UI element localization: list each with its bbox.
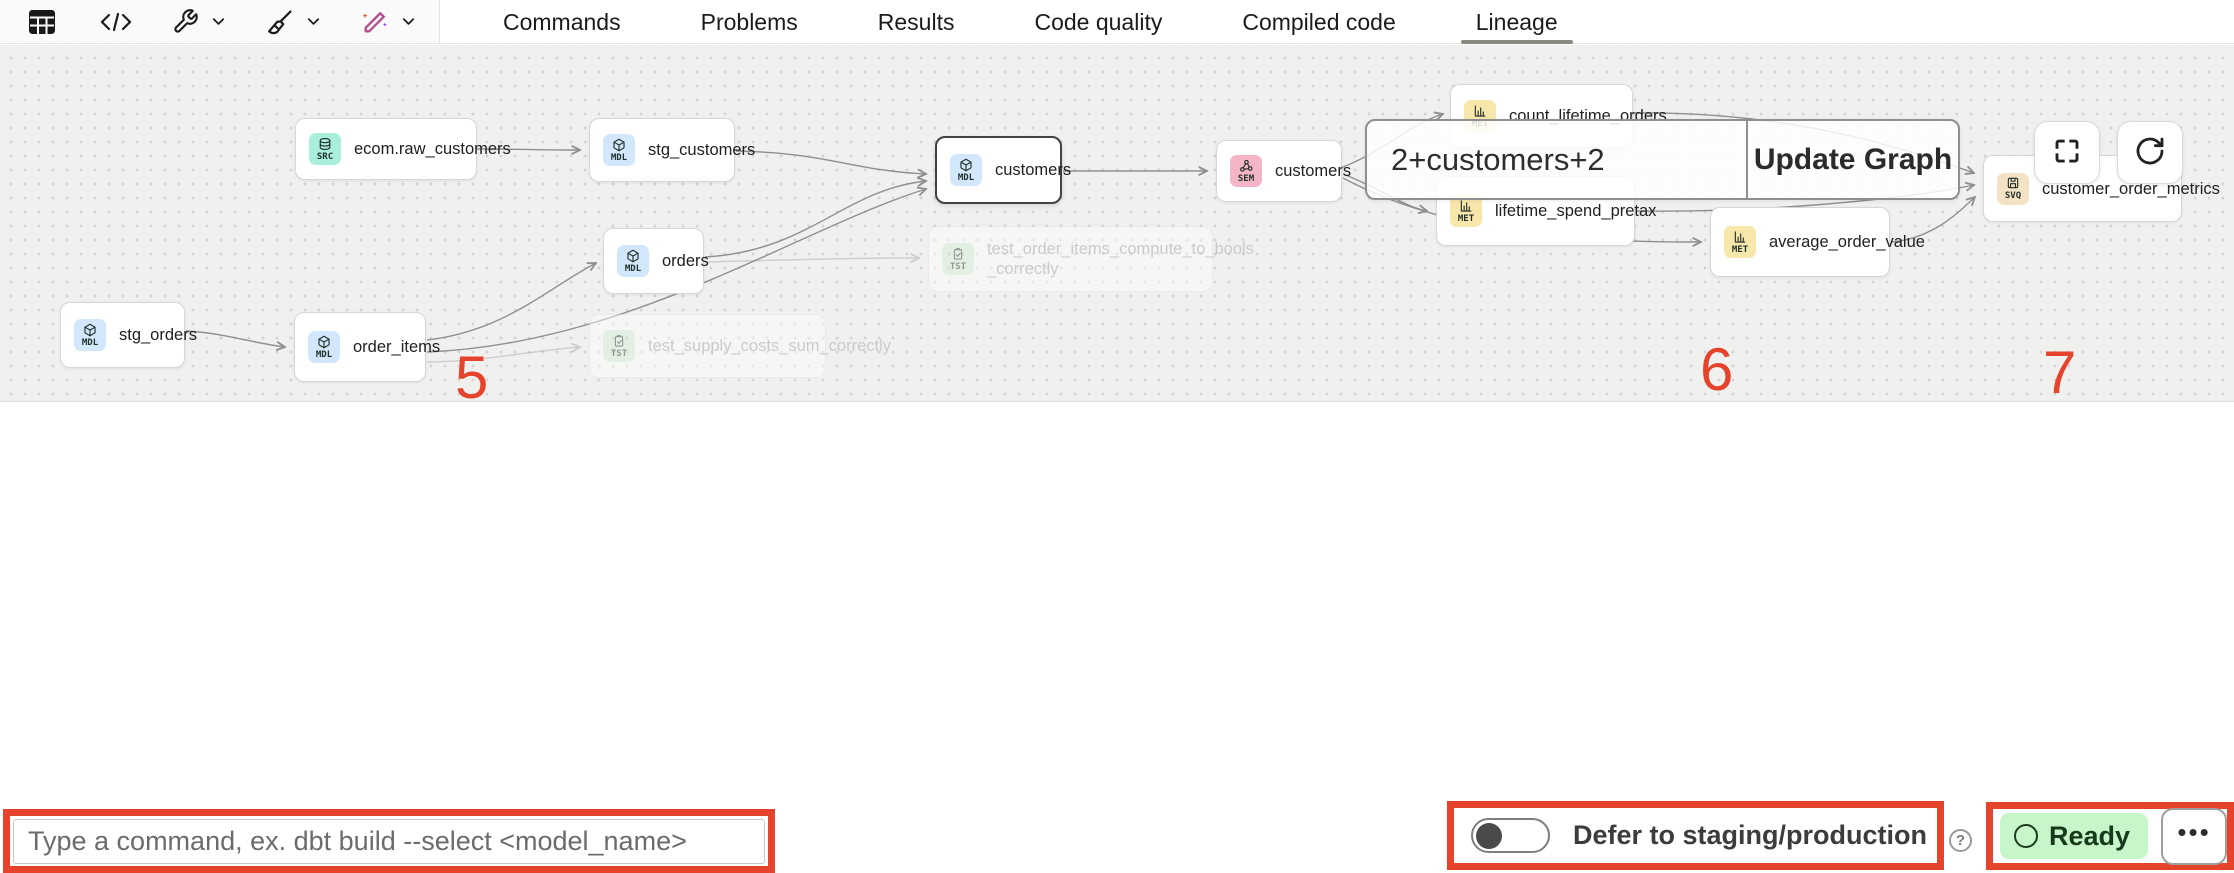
lineage-node-stgo[interactable]: MDL stg_orders bbox=[60, 302, 197, 368]
table-icon[interactable] bbox=[28, 6, 56, 38]
node-label: customer_order_metrics bbox=[2042, 179, 2220, 198]
lineage-node-sem[interactable]: SEM customers bbox=[1216, 140, 1351, 202]
fullscreen-button[interactable] bbox=[2034, 121, 2100, 184]
node-label: customers bbox=[1275, 162, 1352, 180]
tab-commands[interactable]: Commands bbox=[503, 8, 621, 35]
node-label: average_order_value bbox=[1769, 233, 1925, 251]
database-icon: SRC bbox=[309, 133, 341, 165]
toggle-knob bbox=[1476, 822, 1502, 849]
ai-pen-icon[interactable] bbox=[361, 6, 389, 38]
tab-code-quality[interactable]: Code quality bbox=[1034, 8, 1163, 35]
cube-icon: MDL bbox=[950, 154, 982, 186]
toolbar: Commands Problems Results Code quality Compi… bbox=[0, 0, 2234, 44]
saved-query-icon: SVQ bbox=[1997, 172, 2029, 205]
fullscreen-icon bbox=[2052, 136, 2082, 169]
more-menu-button[interactable]: ••• bbox=[2161, 807, 2227, 865]
annotation-box-6: Defer to staging/production bbox=[1447, 801, 1944, 870]
lineage-node-stgc[interactable]: MDL stg_customers bbox=[589, 118, 755, 182]
metric-chart-icon: MET bbox=[1724, 226, 1756, 258]
test-clipboard-icon: TST bbox=[942, 243, 974, 275]
node-label: orders bbox=[662, 252, 709, 270]
defer-toggle[interactable] bbox=[1471, 818, 1550, 853]
lineage-node-ord[interactable]: MDL orders bbox=[603, 228, 709, 294]
help-icon[interactable]: ? bbox=[1949, 829, 1972, 852]
chevron-down-icon[interactable] bbox=[399, 6, 418, 38]
status-label: Ready bbox=[2049, 820, 2131, 851]
tab-bar: Commands Problems Results Code quality Compi… bbox=[440, 0, 1573, 44]
graph-selector: 2+customers+2 Update Graph bbox=[1365, 119, 1960, 200]
lineage-node-cust[interactable]: MDL customers bbox=[935, 136, 1071, 204]
refresh-icon bbox=[2134, 135, 2166, 170]
chevron-down-icon[interactable] bbox=[304, 6, 323, 38]
semantic-icon: SEM bbox=[1230, 155, 1262, 187]
status-circle-icon bbox=[2014, 824, 2038, 848]
command-bar: Defer to staging/production ? Ready ••• bbox=[0, 401, 2234, 873]
node-label: order_items bbox=[353, 338, 441, 356]
broom-icon[interactable] bbox=[266, 6, 294, 38]
update-graph-button[interactable]: Update Graph bbox=[1748, 121, 1958, 198]
tab-compiled-code[interactable]: Compiled code bbox=[1242, 8, 1396, 35]
lineage-node-src[interactable]: SRC ecom.raw_customers bbox=[295, 118, 511, 180]
wrench-icon[interactable] bbox=[172, 6, 199, 38]
defer-label: Defer to staging/production bbox=[1573, 820, 1927, 850]
node-label: lifetime_spend_pretax bbox=[1495, 202, 1657, 220]
command-input[interactable] bbox=[13, 818, 765, 864]
node-label: ecom.raw_customers bbox=[354, 140, 511, 158]
tab-lineage[interactable]: Lineage bbox=[1460, 0, 1573, 44]
node-label: test_order_items_compute_to_bools _corre… bbox=[987, 240, 1254, 278]
status-badge[interactable]: Ready bbox=[2000, 813, 2149, 859]
cube-icon: MDL bbox=[308, 331, 340, 363]
lineage-node-oi[interactable]: MDL order_items bbox=[294, 312, 440, 382]
node-label: test_supply_costs_sum_correctly bbox=[648, 337, 892, 355]
annotation-box-5 bbox=[3, 809, 775, 873]
lineage-node-aov[interactable]: MET average_order_value bbox=[1710, 207, 1925, 277]
node-label: customers bbox=[995, 161, 1072, 179]
cube-icon: MDL bbox=[74, 319, 106, 351]
lineage-node-tst2[interactable]: TST test_supply_costs_sum_correctly bbox=[589, 314, 891, 378]
lineage-node-tst1[interactable]: TST test_order_items_compute_to_bools _co… bbox=[928, 226, 1254, 292]
toolbar-icon-group bbox=[0, 0, 440, 43]
node-label: stg_customers bbox=[648, 141, 756, 159]
tab-problems[interactable]: Problems bbox=[700, 8, 798, 35]
code-icon[interactable] bbox=[100, 6, 132, 38]
tab-results[interactable]: Results bbox=[877, 8, 955, 35]
refresh-button[interactable] bbox=[2117, 121, 2183, 184]
selector-query-input[interactable]: 2+customers+2 bbox=[1391, 141, 1605, 177]
test-clipboard-icon: TST bbox=[603, 330, 635, 362]
cube-icon: MDL bbox=[603, 134, 635, 166]
annotation-box-7: Ready ••• bbox=[1986, 802, 2234, 870]
cube-icon: MDL bbox=[617, 245, 649, 277]
chevron-down-icon[interactable] bbox=[209, 6, 228, 38]
node-label: stg_orders bbox=[119, 326, 197, 344]
